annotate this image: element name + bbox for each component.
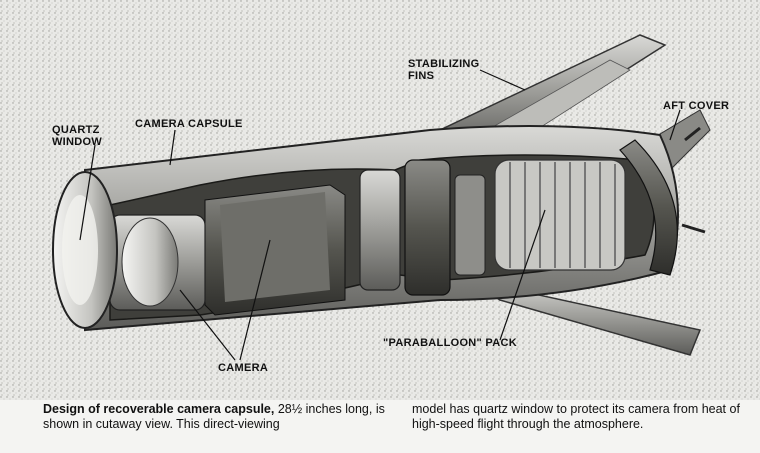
mid-ring-3 (454, 174, 486, 276)
capsule-cutaway-illustration (0, 0, 760, 400)
aft-cover-cap (619, 139, 678, 276)
label-stabilizing-fins-line1: STABILIZING (408, 58, 480, 70)
label-quartz-window-line1: QUARTZ (52, 124, 100, 136)
paraballoon-pack (494, 159, 626, 271)
caption-left-text: 28½ inches long, is shown in cutaway vie… (43, 402, 385, 431)
label-quartz-window: QUARTZ WINDOW (52, 124, 102, 148)
label-paraballoon-pack: "PARABALLOON" PACK (383, 337, 517, 349)
aft-antenna-side (681, 223, 706, 234)
caption-left-column: Design of recoverable camera capsule, 28… (43, 402, 393, 432)
label-camera-capsule: CAMERA CAPSULE (135, 118, 243, 130)
leader-lines (79, 69, 681, 361)
camera-body-face (220, 192, 330, 302)
label-stabilizing-fins: STABILIZING FINS (408, 58, 480, 82)
label-aft-cover: AFT COVER (663, 100, 730, 112)
mid-ring-1 (359, 169, 401, 291)
caption-right-column: model has quartz window to protect its c… (412, 402, 740, 431)
caption-lead: Design of recoverable camera capsule, (43, 402, 275, 416)
aft-antenna-top (684, 126, 701, 142)
label-quartz-window-line2: WINDOW (52, 136, 103, 148)
mid-ring-2 (404, 159, 451, 296)
quartz-window-glare (62, 195, 98, 305)
label-stabilizing-fins-line2: FINS (408, 70, 435, 82)
label-camera: CAMERA (218, 362, 269, 374)
camera-lens (121, 217, 179, 307)
